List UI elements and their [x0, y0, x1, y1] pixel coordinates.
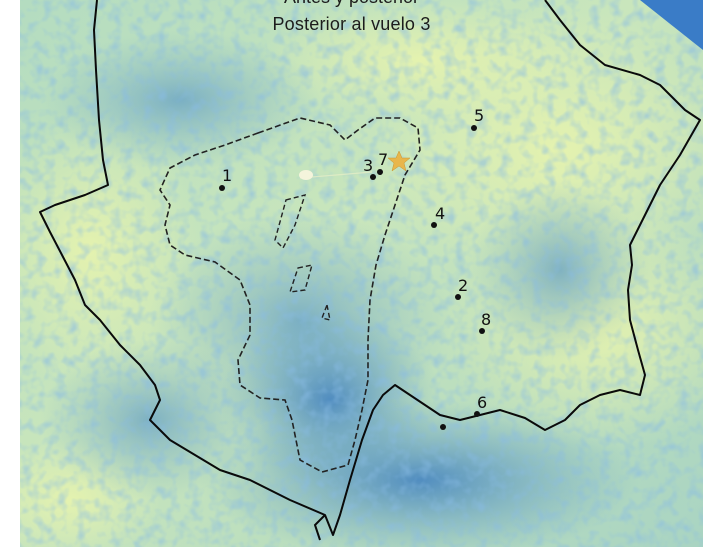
- point-8-marker: [479, 328, 485, 334]
- point-3-marker: [370, 174, 376, 180]
- point-1-marker: [219, 185, 225, 191]
- point-label-4: 4: [435, 204, 446, 223]
- bright-patch: [299, 170, 313, 180]
- point-5-marker: [471, 125, 477, 131]
- point-label-6: 6: [477, 393, 488, 412]
- study-subarea-1: [274, 193, 307, 250]
- cut-off-title: Antes y posterior: [0, 0, 703, 8]
- point-4-marker: [431, 222, 437, 228]
- south-border-tail: [313, 514, 326, 541]
- point-6b-marker: [440, 424, 446, 430]
- water-corner: [640, 0, 703, 50]
- star-marker: [387, 150, 411, 172]
- point-7-marker: [377, 169, 383, 175]
- point-label-1: 1: [222, 166, 233, 185]
- point-label-7: 7: [378, 150, 389, 169]
- sample-points: [219, 125, 485, 430]
- study-area-outline: [159, 117, 421, 473]
- map-title: Posterior al vuelo 3: [272, 14, 431, 34]
- point-label-2: 2: [458, 276, 469, 295]
- point-6-marker: [474, 411, 480, 417]
- study-subarea-2: [288, 264, 313, 293]
- point-label-8: 8: [481, 310, 492, 329]
- study-subarea-3: [321, 302, 331, 321]
- point-label-3: 3: [363, 156, 374, 175]
- left-margin: [0, 0, 20, 547]
- map-canvas: [20, 0, 703, 547]
- point-label-5: 5: [474, 106, 485, 125]
- state-border: [39, 0, 701, 536]
- point-2-marker: [455, 294, 461, 300]
